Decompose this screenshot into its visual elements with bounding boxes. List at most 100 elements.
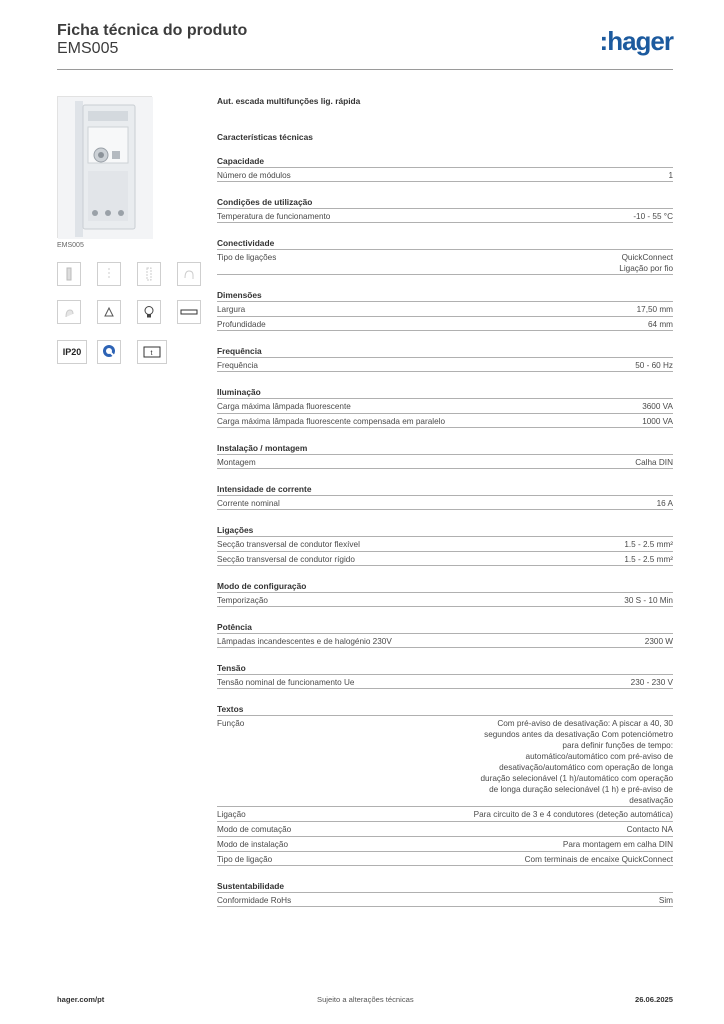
spec-row: Número de módulos 1 [217,167,673,182]
spec-label: Função [217,719,245,728]
footer-website-link[interactable]: hager.com/pt [57,995,105,1004]
staircase-light-icon [137,262,161,286]
spec-label: Secção transversal de condutor rígido [217,555,355,564]
page-title: Ficha técnica do produto [57,22,248,39]
spec-row: Tipo de ligações QuickConnect Ligação por… [217,249,673,275]
spec-label: Número de módulos [217,171,291,180]
section-heading: Iluminação [217,387,261,397]
spec-label: Frequência [217,361,258,370]
spec-value: 17,50 mm [636,305,673,314]
hand-icon [177,262,201,286]
touch-icon [57,300,81,324]
product-reference: EMS005 [57,40,119,57]
hager-logo[interactable]: :hager [599,26,674,56]
section-heading: Intensidade de corrente [217,484,312,494]
spec-row: Secção transversal de condutor flexível 1… [217,536,673,551]
spec-row: Função Com pré-aviso de desativação: A pi… [217,715,673,806]
section-heading: Condições de utilização [217,197,313,207]
spec-value: 1.5 - 2.5 mm² [624,555,673,564]
quickconnect-icon [97,340,121,364]
product-name: Aut. escada multifunções lig. rápida [217,96,361,106]
characteristics-heading: Características técnicas [217,132,313,142]
spec-label: Carga máxima lâmpada fluorescente [217,402,351,411]
footer-note: Sujeito a alterações técnicas [317,995,414,1004]
spec-label: Secção transversal de condutor flexível [217,540,360,549]
spec-row: Secção transversal de condutor rígido 1.5… [217,551,673,566]
pushbutton-icon [97,262,121,286]
spec-label: Tensão nominal de funcionamento Ue [217,678,355,687]
spec-value: Com pré-aviso de desativação: A piscar a… [480,719,673,805]
section-heading: Capacidade [217,156,265,166]
section-heading: Tensão [217,663,246,673]
section-heading: Sustentabilidade [217,881,285,891]
spec-value: Com terminais de encaixe QuickConnect [524,855,673,864]
spec-row: Profundidade 64 mm [217,316,673,331]
spec-value: 230 - 230 V [630,678,673,687]
spec-row: Temperatura de funcionamento -10 - 55 °C [217,208,673,223]
switch-icon [57,262,81,286]
spec-value: 3600 VA [642,402,673,411]
section-heading: Dimensões [217,290,262,300]
spec-value: -10 - 55 °C [633,212,673,221]
spec-value: 1 [668,171,673,180]
spec-label: Lâmpadas incandescentes e de halogénio 2… [217,637,392,646]
fluorescent-tube-icon [177,300,201,324]
technical-sheet: Aut. escada multifunções lig. rápida Car… [217,96,673,907]
spec-row: Lâmpadas incandescentes e de halogénio 2… [217,633,673,648]
spec-value: 30 S - 10 Min [624,596,673,605]
spec-value: Sim [658,896,673,905]
spec-value: 1000 VA [642,417,673,426]
page-header: Ficha técnica do produto EMS005 :hager [57,20,674,70]
spec-label: Profundidade [217,320,266,329]
spec-label: Ligação [217,810,246,819]
spec-value: 16 A [656,499,673,508]
product-image [57,96,153,239]
spec-value: 64 mm [647,320,673,329]
timer-symbol-icon: t [137,340,167,364]
section-heading: Ligações [217,525,254,535]
spec-label: Montagem [217,458,256,467]
section-heading: Textos [217,704,244,714]
spec-value: Para circuito de 3 e 4 condutores (deteç… [473,810,673,819]
product-image-caption: EMS005 [57,242,84,249]
spec-label: Temporização [217,596,268,605]
spec-label: Tipo de ligação [217,855,273,864]
svg-text:t: t [151,350,153,357]
spec-label: Modo de comutação [217,825,292,834]
spec-row: Tipo de ligação Com terminais de encaixe … [217,851,673,866]
footer-date: 26.06.2025 [634,995,673,1004]
spec-row: Modo de comutação Contacto NA [217,821,673,836]
ip20-badge: IP20 [57,340,87,364]
product-media: EMS005 IP20 t [57,96,207,364]
spec-label: Temperatura de funcionamento [217,212,331,221]
spec-value: QuickConnect Ligação por fio [619,253,673,273]
spec-label: Tipo de ligações [217,253,277,262]
section-heading: Frequência [217,346,262,356]
spec-label: Carga máxima lâmpada fluorescente compen… [217,417,446,426]
spec-value: 1.5 - 2.5 mm² [624,540,673,549]
spec-value: Para montagem em calha DIN [562,840,673,849]
spec-value: Contacto NA [626,825,673,834]
section-heading: Modo de configuração [217,581,307,591]
spec-row: Temporização 30 S - 10 Min [217,592,673,607]
spec-row: Tensão nominal de funcionamento Ue 230 - … [217,674,673,689]
spec-value: 2300 W [644,637,673,646]
section-heading: Potência [217,622,252,632]
